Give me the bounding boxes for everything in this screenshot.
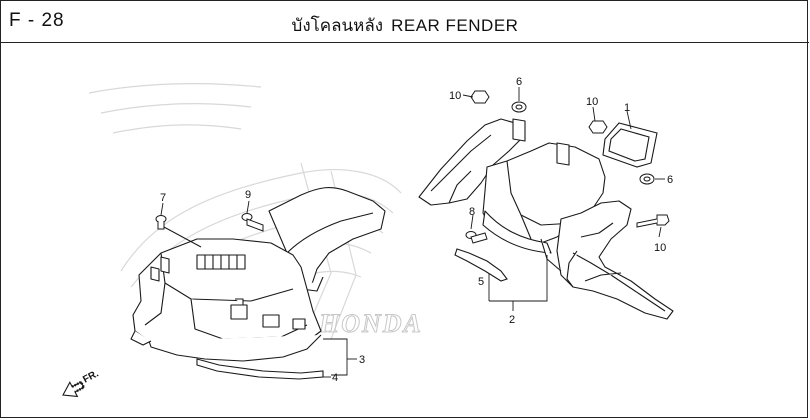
parts-diagram: HONDA — [62, 76, 674, 398]
front-arrow-icon — [62, 380, 86, 398]
callout-10-top-left: 10 — [449, 90, 461, 102]
bolt-part-9 — [241, 213, 264, 232]
bolt-part-7 — [155, 215, 202, 248]
callout-10-top-right: 10 — [586, 96, 598, 108]
callout-6-right: 6 — [667, 174, 673, 186]
callout-9: 9 — [245, 189, 251, 201]
nut-part-10-top-left — [470, 90, 490, 104]
callout-6-top: 6 — [516, 76, 522, 88]
callout-4: 4 — [332, 372, 338, 384]
title-thai: บังโคลนหลัง — [291, 16, 384, 35]
leader-lines — [160, 87, 665, 378]
seal-strip-part-5 — [454, 248, 508, 282]
figure-code: F - 28 — [9, 10, 65, 31]
callout-5: 5 — [478, 276, 484, 288]
grommet-part-6-top — [511, 101, 527, 113]
callout-2: 2 — [509, 314, 515, 326]
bolt-part-10-right — [636, 214, 670, 228]
honda-watermark-text: HONDA — [318, 309, 423, 338]
title-english: REAR FENDER — [391, 16, 519, 35]
callout-7: 7 — [160, 192, 166, 204]
reflector-part-1 — [602, 122, 658, 168]
front-label: FR. — [81, 368, 101, 385]
nut-part-10-top-right — [588, 120, 608, 134]
bolt-part-8 — [465, 231, 488, 244]
seal-strip-part-4 — [196, 358, 324, 380]
callout-10-right: 10 — [654, 242, 666, 254]
callout-8: 8 — [469, 206, 475, 218]
callout-3: 3 — [359, 354, 365, 366]
callout-1: 1 — [624, 102, 630, 114]
inner-fender-part-3 — [130, 186, 386, 362]
rear-fender-part-2 — [418, 118, 674, 320]
page-title: บังโคลนหลัง REAR FENDER — [1, 12, 809, 39]
header-bar: F - 28 บังโคลนหลัง REAR FENDER — [1, 1, 809, 43]
grommet-part-6-right — [639, 173, 655, 185]
